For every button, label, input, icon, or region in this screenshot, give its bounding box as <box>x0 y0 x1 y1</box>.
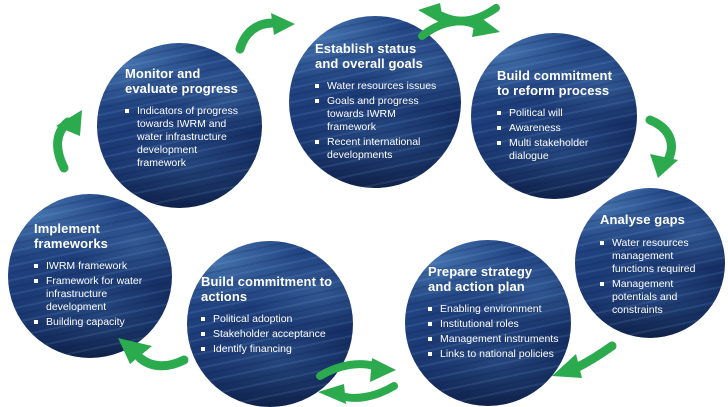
bullet-item: Identify financing <box>201 343 343 356</box>
arrow-monitor-to-establish-icon <box>235 13 295 54</box>
square-bullet-icon <box>428 352 432 357</box>
node-title: Prepare strategy and action plan <box>428 264 533 294</box>
square-bullet-icon <box>600 240 604 245</box>
bullet-text: IWRM framework <box>46 260 128 273</box>
arrow-reform-establish-exchange-icon <box>418 3 500 40</box>
node-title: Monitor and evaluate progress <box>125 66 238 96</box>
bullet-text: Enabling environment <box>440 303 542 316</box>
bullet-text: Political adoption <box>213 313 293 326</box>
bullet-item: Recent international developments <box>315 136 447 162</box>
bullet-text: Management potentials and constraints <box>612 277 678 316</box>
bullet-text: Building capacity <box>46 316 125 329</box>
bullet-item: Water resources management functions req… <box>600 237 706 276</box>
node-monitor: Monitor and evaluate progress Indicators… <box>97 43 262 208</box>
node-bullets: Water resources management functions req… <box>600 237 706 317</box>
bullet-item: Enabling environment <box>428 303 560 316</box>
bullet-text: Institutional roles <box>440 318 519 331</box>
bullet-text: Identify financing <box>213 343 292 356</box>
bullet-text: Awareness <box>509 122 561 135</box>
bullet-item: Water resources issues <box>315 80 447 93</box>
square-bullet-icon <box>34 264 38 269</box>
node-bullets: Indicators of progress towards IWRM and … <box>125 105 249 170</box>
node-title: Analyse gaps <box>600 212 686 227</box>
square-bullet-icon <box>315 84 319 89</box>
bullet-item: Management instruments <box>428 333 560 346</box>
square-bullet-icon <box>428 322 432 327</box>
bullet-item: IWRM framework <box>34 260 164 273</box>
bullet-item: Stakeholder acceptance <box>201 328 343 341</box>
square-bullet-icon <box>34 279 38 284</box>
bullet-text: Management instruments <box>440 333 559 346</box>
node-actions: Build commitment to actions Political ad… <box>187 241 353 407</box>
bullet-text: Goals and progress towards IWRM framewor… <box>327 95 419 134</box>
bullet-text: Political will <box>509 107 563 120</box>
node-title: Establish status and overall goals <box>315 41 423 71</box>
bullet-item: Political adoption <box>201 313 343 326</box>
bullet-item: Goals and progress towards IWRM framewor… <box>315 95 447 134</box>
square-bullet-icon <box>201 332 205 337</box>
node-title: Build commitment to reform process <box>497 68 612 98</box>
bullet-item: Indicators of progress towards IWRM and … <box>125 105 249 170</box>
bullet-item: Framework for water infrastructure devel… <box>34 275 164 314</box>
bullet-text: Multi stakeholder dialogue <box>509 137 589 163</box>
arrow-analyse-to-prepare-icon <box>552 341 617 378</box>
bullet-item: Multi stakeholder dialogue <box>497 137 617 163</box>
arrow-reform-to-analyse-icon <box>645 115 678 178</box>
node-reform: Build commitment to reform process Polit… <box>471 33 637 199</box>
bullet-text: Indicators of progress towards IWRM and … <box>137 105 238 170</box>
bullet-text: Framework for water infrastructure devel… <box>46 275 143 314</box>
square-bullet-icon <box>201 317 205 322</box>
square-bullet-icon <box>600 281 604 286</box>
arrow-implement-to-monitor-icon <box>53 110 82 173</box>
square-bullet-icon <box>315 140 319 145</box>
node-prepare: Prepare strategy and action plan Enablin… <box>405 240 571 406</box>
square-bullet-icon <box>34 320 38 325</box>
square-bullet-icon <box>497 111 501 116</box>
node-title: Build commitment to actions <box>201 274 333 304</box>
square-bullet-icon <box>125 109 129 114</box>
node-analyse: Analyse gaps Water resources management … <box>575 188 725 338</box>
bullet-text: Stakeholder acceptance <box>213 328 326 341</box>
square-bullet-icon <box>315 99 319 104</box>
square-bullet-icon <box>428 307 432 312</box>
bullet-text: Recent international developments <box>327 136 421 162</box>
bullet-text: Water resources issues <box>327 80 437 93</box>
bullet-text: Links to national policies <box>440 348 554 361</box>
square-bullet-icon <box>201 347 205 352</box>
arrow-actions-to-implement-icon <box>118 338 189 371</box>
square-bullet-icon <box>497 141 501 146</box>
square-bullet-icon <box>497 126 501 131</box>
bullet-item: Management potentials and constraints <box>600 278 706 317</box>
square-bullet-icon <box>428 337 432 342</box>
bullet-item: Links to national policies <box>428 348 560 361</box>
bullet-text: Water resources management functions req… <box>612 236 696 275</box>
bullet-item: Institutional roles <box>428 318 560 331</box>
bullet-item: Awareness <box>497 122 617 135</box>
arrow-actions-prepare-exchange-icon <box>316 358 398 404</box>
bullet-item: Building capacity <box>34 316 164 329</box>
node-establish: Establish status and overall goals Water… <box>289 16 461 188</box>
bullet-item: Political will <box>497 107 617 120</box>
node-title: Implement frameworks <box>34 221 108 251</box>
